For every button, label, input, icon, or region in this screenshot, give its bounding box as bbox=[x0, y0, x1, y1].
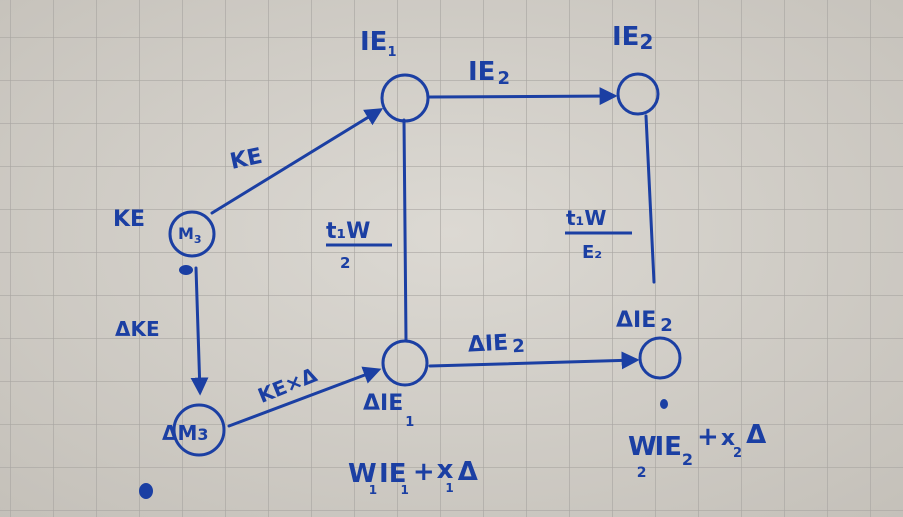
node-ie1 bbox=[380, 73, 430, 123]
ink-dot bbox=[179, 265, 193, 275]
node-ie2 bbox=[616, 72, 660, 116]
node-ke bbox=[168, 210, 216, 258]
edge-ie1-die1 bbox=[402, 118, 408, 342]
node-die1-label: ΔIE1 bbox=[363, 391, 414, 430]
node-ke-label: KE bbox=[113, 207, 145, 232]
node-m3 bbox=[172, 403, 226, 457]
node-die2 bbox=[638, 336, 682, 380]
node-ie2-label: IE2 bbox=[612, 22, 653, 54]
ink-dot bbox=[660, 399, 668, 409]
edge-ie1-die1-denominator: 2 bbox=[340, 254, 350, 272]
edge-ke-to-m3-label: ΔKE bbox=[115, 317, 160, 341]
node-ie1-label: IE1 bbox=[360, 27, 396, 60]
edge-ke-to-ie1 bbox=[210, 108, 384, 215]
node-ke-inner: M3 bbox=[178, 224, 202, 246]
edge-m3-to-die1 bbox=[227, 366, 382, 428]
edge-ie1-die1-numerator: t₁W bbox=[326, 219, 370, 244]
edge-ie2-die2-denominator: E₂ bbox=[582, 242, 602, 263]
edge-die1-to-die2 bbox=[428, 351, 640, 370]
edge-ke-to-m3 bbox=[190, 266, 209, 396]
edge-ie2-die2 bbox=[644, 114, 656, 284]
node-die1 bbox=[381, 339, 429, 387]
edge-ie1-to-ie2 bbox=[428, 87, 618, 106]
ink-dot bbox=[139, 483, 153, 499]
edge-ie2-die2-numerator: t₁W bbox=[566, 206, 606, 230]
node-m3-inner: ΔM3 bbox=[162, 421, 209, 445]
